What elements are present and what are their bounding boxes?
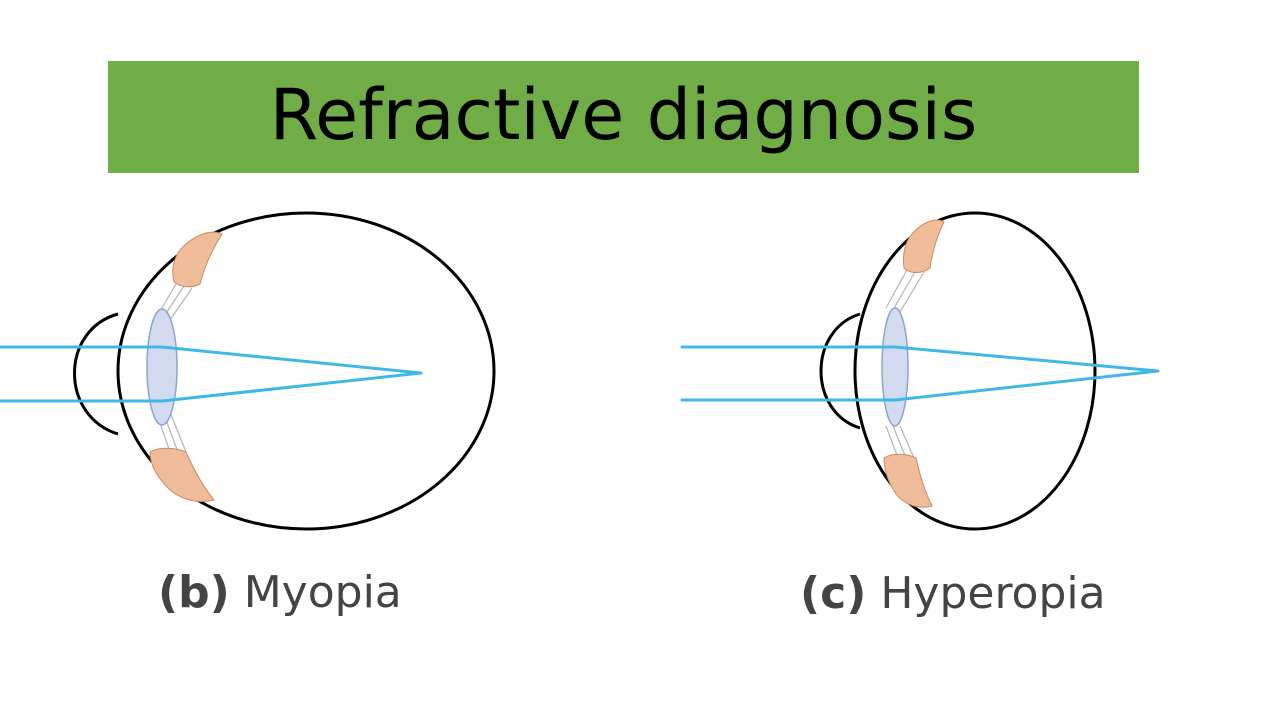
myopia-lens [146, 308, 178, 426]
myopia-eyeball [116, 211, 496, 531]
hyperopia-lens [881, 307, 909, 427]
myopia-eye [0, 211, 496, 531]
hyperopia-zonule-fibers-top [885, 267, 925, 313]
caption-myopia-tag: (b) [158, 567, 230, 618]
caption-hyperopia-label: Hyperopia [880, 568, 1106, 619]
hyperopia-light-rays [680, 345, 1160, 402]
caption-hyperopia: (c) Hyperopia [800, 572, 1106, 616]
hyperopia-ciliary-body-bottom [883, 453, 933, 508]
slide-title: Refractive diagnosis [269, 74, 978, 156]
myopia-light-rays [0, 345, 423, 403]
hyperopia-eyeball [853, 211, 1097, 531]
caption-hyperopia-tag: (c) [800, 568, 867, 619]
hyperopia-cornea [819, 312, 861, 430]
myopia-ciliary-body-bottom [149, 447, 215, 503]
hyperopia-eye [680, 211, 1160, 531]
hyperopia-zonule-fibers-bottom [885, 425, 915, 459]
hyperopia-ciliary-body-top [903, 219, 945, 273]
caption-myopia: (b) Myopia [158, 571, 402, 615]
caption-myopia-label: Myopia [243, 567, 402, 618]
myopia-cornea [73, 312, 119, 436]
myopia-ciliary-body-top [172, 231, 223, 288]
title-banner: Refractive diagnosis [108, 61, 1139, 173]
